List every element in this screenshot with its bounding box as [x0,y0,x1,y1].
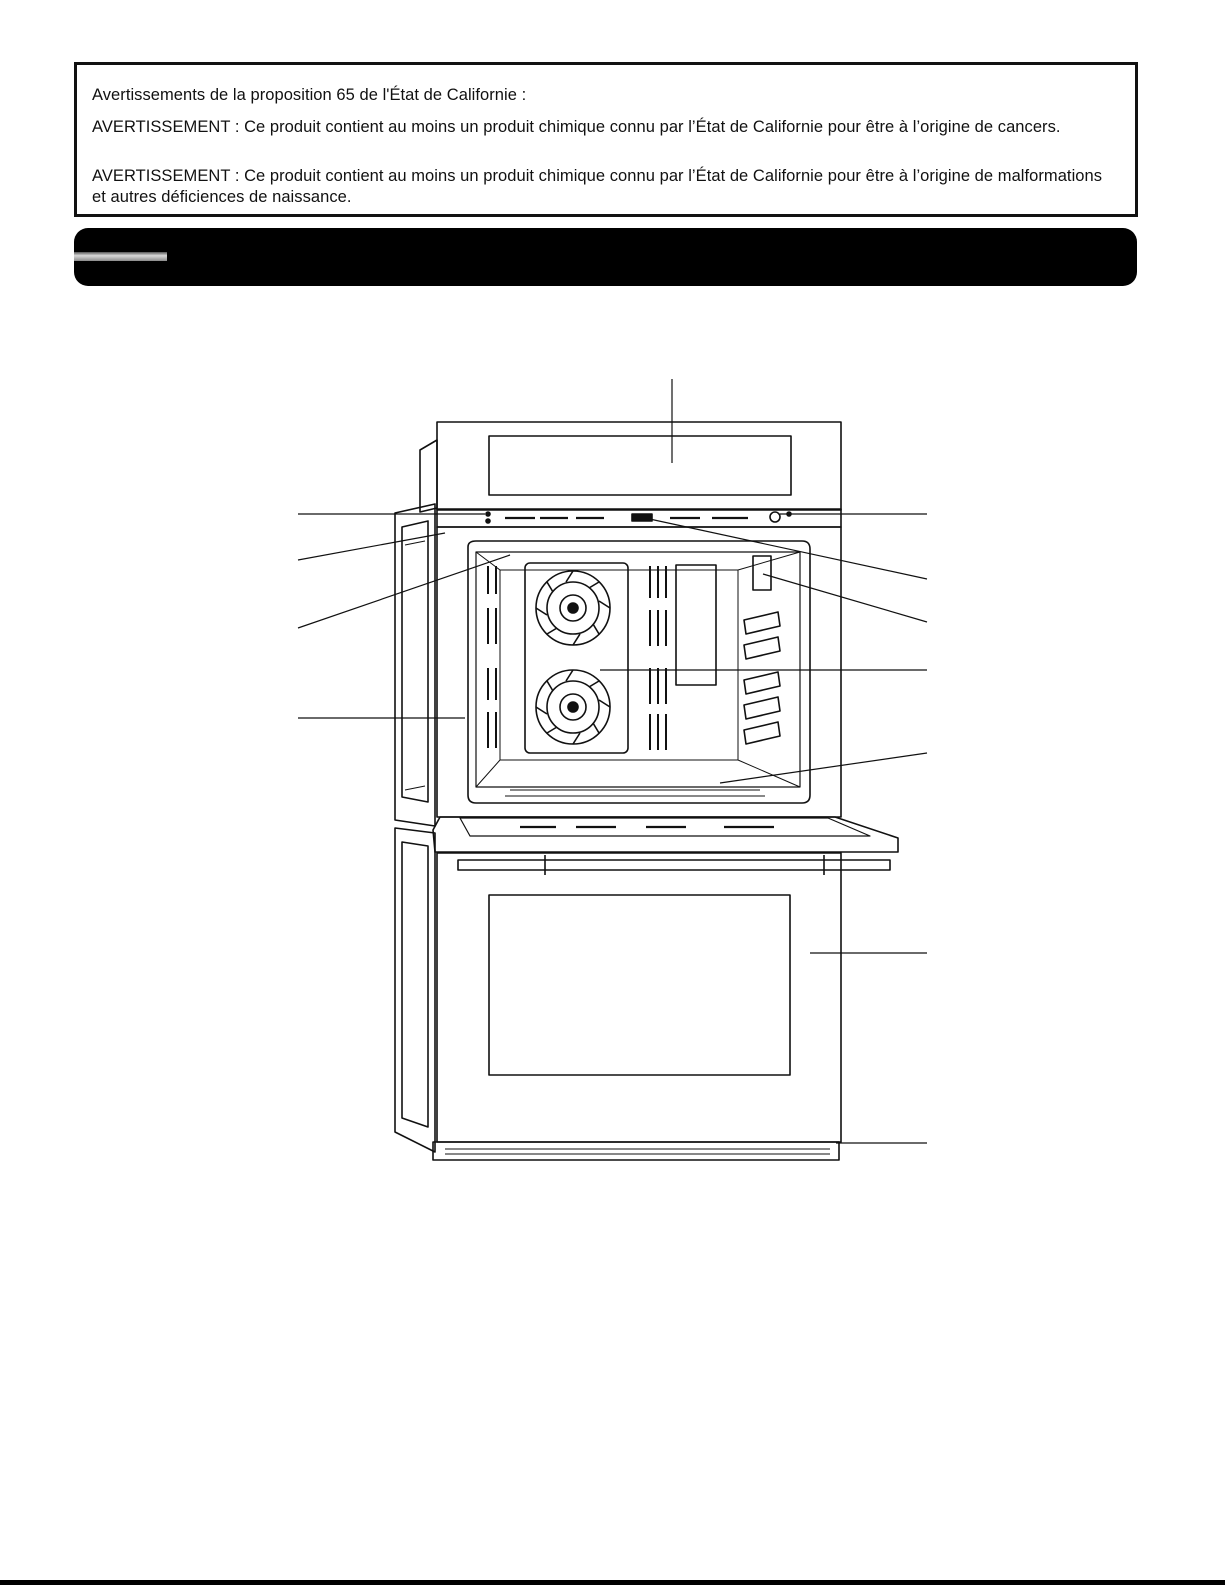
upper-oven-cavity [436,526,842,818]
leader-right-3 [762,573,928,623]
rack-slots-center [649,566,667,750]
section-header-bar [74,228,1137,286]
convection-fan-upper [535,570,611,646]
leader-right-5 [719,752,928,784]
warning-birth-defects-text: AVERTISSEMENT : Ce produit contient au m… [92,167,1103,206]
upper-oven-door-open [432,816,899,875]
leader-right-2 [644,517,928,580]
leader-left-3 [297,554,511,629]
convection-fan-lower [535,669,611,745]
leader-left-2 [297,532,446,561]
callout-leader-lines [297,379,928,1144]
control-panel [436,421,842,528]
warning-cancer-text: AVERTISSEMENT : Ce produit contient au m… [92,118,1061,136]
page-bottom-rule [0,1580,1225,1585]
rack-guides-right [743,611,781,745]
lower-oven [432,852,842,1161]
section-header-stripe [74,252,167,261]
prop65-warning-box: Avertissements de la proposition 65 de l… [74,62,1138,217]
oven-side-panels [394,439,438,1153]
warning-title: Avertissements de la proposition 65 de l… [92,86,527,104]
rack-slots-left [487,566,497,748]
